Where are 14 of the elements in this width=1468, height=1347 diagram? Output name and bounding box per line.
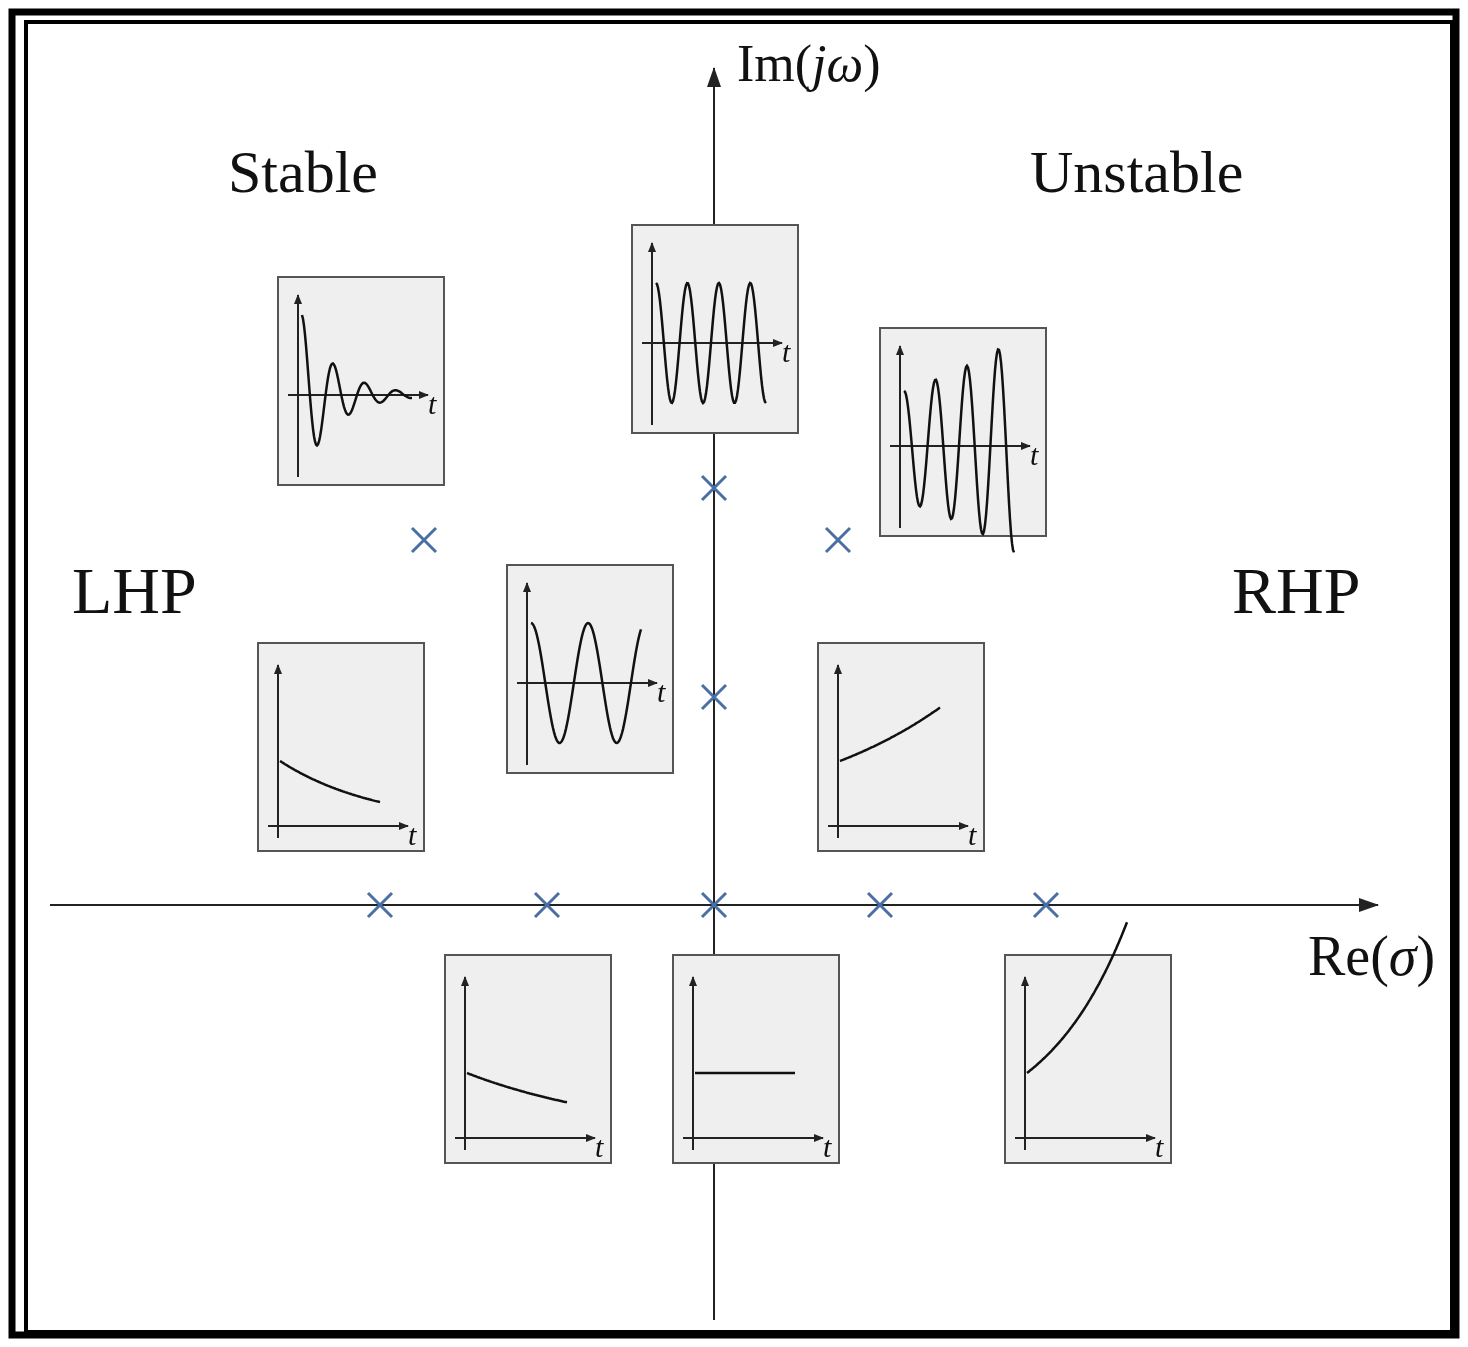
axis-label: t bbox=[1030, 440, 1039, 470]
axis-label: t bbox=[823, 1132, 832, 1162]
axis-label: t bbox=[1155, 1132, 1164, 1162]
axis-label: t bbox=[782, 337, 791, 367]
half-plane-label: LHP bbox=[72, 558, 197, 624]
axis-label: t bbox=[428, 389, 437, 419]
axis-label: t bbox=[408, 820, 417, 850]
region-label: Stable bbox=[228, 142, 378, 202]
region-label: Unstable bbox=[1030, 142, 1244, 202]
axis-label: t bbox=[595, 1132, 604, 1162]
half-plane-label: RHP bbox=[1232, 558, 1361, 624]
axis-label: t bbox=[657, 677, 666, 707]
axis-title: Im(jω) bbox=[737, 38, 881, 90]
axis-label: t bbox=[968, 820, 977, 850]
